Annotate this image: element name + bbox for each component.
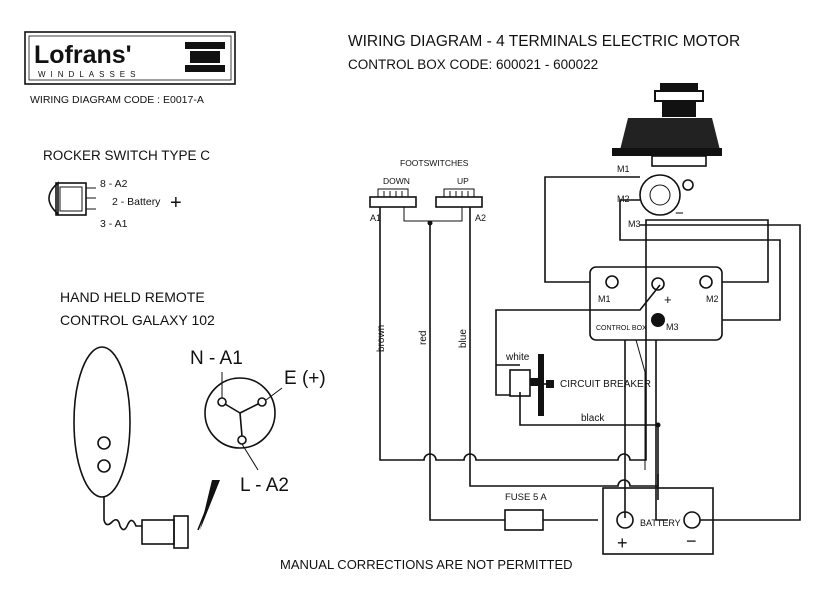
rocker-plus-sign: + [170, 192, 182, 214]
controlbox-m3-label: M3 [666, 322, 679, 332]
circuit-breaker-icon [509, 354, 554, 416]
rocker-label-a2: 8 - A2 [100, 178, 128, 190]
circuit-breaker: CIRCUIT BREAKER [509, 354, 651, 416]
wire-controlbox-plus [495, 284, 661, 396]
wire-label-black: black [581, 413, 605, 424]
rocker-title: ROCKER SWITCH TYPE C [43, 148, 210, 163]
wire-label-blue: blue [458, 329, 469, 348]
footswitch-down-label: DOWN [383, 176, 410, 186]
remote-pin-n-a1: N - A1 [190, 348, 243, 369]
footer-note: MANUAL CORRECTIONS ARE NOT PERMITTED [280, 557, 573, 572]
controlbox-plus-sign: + [664, 292, 672, 307]
windlass-emblem-icon [185, 42, 225, 72]
remote-title-line1: HAND HELD REMOTE [60, 289, 205, 305]
footswitch-up-icon [435, 188, 483, 208]
wire-m1-link [544, 176, 640, 283]
footswitch-a2-label: A2 [475, 213, 486, 223]
control-box: M1 + M2 CONTROL BOX M3 [589, 266, 723, 470]
fuse-icon [504, 509, 544, 531]
rocker-switch: ROCKER SWITCH TYPE C 8 - A2 2 - Battery … [43, 148, 210, 230]
controlbox-label: CONTROL BOX [596, 325, 647, 332]
wire-label-red: red [418, 331, 429, 345]
diagram-subtitle: CONTROL BOX CODE: 600021 - 600022 [348, 57, 598, 72]
windlass-icon [612, 83, 722, 167]
footswitch-a1-label: A1 [370, 213, 381, 223]
diagram-title: WIRING DIAGRAM - 4 TERMINALS ELECTRIC MO… [348, 33, 740, 50]
lofrans-logo: Lofrans' WINDLASSES [24, 31, 236, 85]
wire-m2-link [619, 199, 781, 321]
remote-connector-pinout-icon [204, 372, 283, 471]
wire-black [519, 392, 659, 500]
windlass-motor: M1 M2 M3 − [612, 83, 722, 229]
motor-m1-label: M1 [617, 164, 630, 174]
diagram-code: WIRING DIAGRAM CODE : E0017-A [30, 94, 204, 106]
rocker-label-battery: 2 - Battery [112, 196, 161, 208]
battery-label: BATTERY [640, 518, 681, 528]
battery-plus-sign: + [617, 533, 628, 553]
wire-label-white: white [505, 352, 530, 363]
footswitch-up-label: UP [457, 176, 469, 186]
footswitches-title: FOOTSWITCHES [400, 158, 469, 168]
remote-title-line2: CONTROL GALAXY 102 [60, 312, 215, 328]
battery-minus-sign: − [686, 531, 697, 551]
remote-pin-e-plus: E (+) [284, 368, 326, 389]
wire-label-brown: brown [376, 325, 387, 352]
remote-handset-icon [73, 346, 220, 549]
wiring [379, 176, 801, 521]
footswitch-down-icon [369, 188, 417, 208]
hand-held-remote: HAND HELD REMOTE CONTROL GALAXY 102 N - … [60, 289, 326, 549]
fuse: FUSE 5 A [504, 492, 547, 531]
motor-minus-sign: − [675, 205, 684, 222]
wire-blue-route [469, 207, 659, 487]
wire-battery-minus [655, 340, 668, 521]
controlbox-m2-label: M2 [706, 294, 719, 304]
wire-red [429, 221, 505, 521]
controlbox-m1-label: M1 [598, 294, 611, 304]
remote-pin-l-a2: L - A2 [240, 475, 289, 496]
motor-m2-label: M2 [617, 194, 630, 204]
fuse-label: FUSE 5 A [505, 492, 547, 503]
wire-brown [379, 207, 769, 461]
footswitches: FOOTSWITCHES DOWN UP A1 A2 [369, 158, 486, 223]
wire-m3-link [640, 224, 801, 521]
battery-icon [602, 487, 714, 555]
circuit-breaker-label: CIRCUIT BREAKER [560, 379, 651, 390]
logo-brand: Lofrans' [34, 41, 132, 69]
rocker-switch-icon [48, 181, 96, 216]
battery: BATTERY + − [602, 487, 714, 555]
logo-subtitle: WINDLASSES [38, 70, 140, 79]
motor-body-icon [639, 174, 681, 216]
rocker-label-a1: 3 - A1 [100, 218, 128, 230]
motor-m3-label: M3 [628, 219, 641, 229]
